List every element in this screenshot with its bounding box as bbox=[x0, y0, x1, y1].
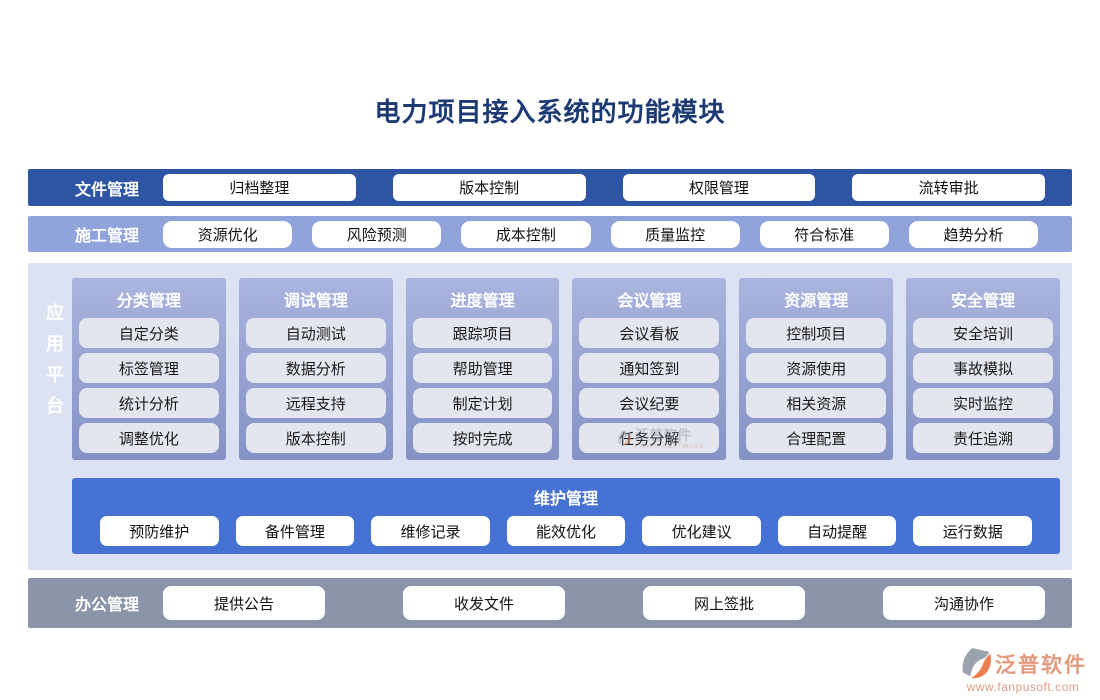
module-column-items: 自定分类标签管理统计分析调整优化 bbox=[79, 318, 219, 453]
application-platform-panel: 应用平台 分类管理 自定分类标签管理统计分析调整优化 调试管理 自动测试数据分析… bbox=[28, 263, 1072, 570]
module-column-title: 分类管理 bbox=[116, 293, 181, 310]
module-cell: 合理配置 bbox=[746, 423, 887, 453]
module-column: 调试管理 自动测试数据分析远程支持版本控制 bbox=[238, 278, 393, 460]
module-pill: 沟通协作 bbox=[883, 586, 1045, 620]
office-management-label: 办公管理 bbox=[75, 597, 140, 614]
module-cell: 数据分析 bbox=[245, 353, 386, 383]
module-cell: 自定分类 bbox=[79, 318, 219, 348]
office-management-items: 提供公告 收发文件 网上签批 沟通协作 bbox=[163, 586, 1045, 620]
watermark-logo-icon bbox=[617, 431, 632, 446]
module-cell: 通知签到 bbox=[579, 353, 720, 383]
module-cell: 跟踪项目 bbox=[412, 318, 553, 348]
module-cell: 远程支持 bbox=[245, 388, 386, 418]
construction-management-label: 施工管理 bbox=[75, 228, 140, 245]
module-pill: 运行数据 bbox=[913, 516, 1033, 546]
module-pill: 网上签批 bbox=[643, 586, 805, 620]
module-cell: 控制项目 bbox=[746, 318, 887, 348]
module-column: 进度管理 跟踪项目帮助管理制定计划按时完成 bbox=[405, 278, 560, 460]
module-column-title: 资源管理 bbox=[784, 293, 849, 310]
module-pill: 归档整理 bbox=[163, 174, 356, 201]
module-pill: 预防维护 bbox=[100, 516, 219, 546]
module-cell: 资源使用 bbox=[746, 353, 887, 383]
module-column: 会议管理 会议看板通知签到会议纪要任务分解 bbox=[572, 278, 727, 460]
module-column: 安全管理 安全培训事故模拟实时监控责任追溯 bbox=[906, 278, 1060, 460]
module-cell: 安全培训 bbox=[913, 318, 1053, 348]
module-column: 分类管理 自定分类标签管理统计分析调整优化 bbox=[72, 278, 226, 460]
module-cell: 标签管理 bbox=[79, 353, 219, 383]
maintenance-panel: 维护管理 预防维护备件管理维修记录能效优化优化建议自动提醒运行数据 bbox=[72, 478, 1060, 554]
module-column: 资源管理 控制项目资源使用相关资源合理配置 bbox=[739, 278, 894, 460]
module-columns: 分类管理 自定分类标签管理统计分析调整优化 调试管理 自动测试数据分析远程支持版… bbox=[72, 278, 1060, 460]
module-pill: 趋势分析 bbox=[908, 220, 1039, 248]
module-column-items: 会议看板通知签到会议纪要任务分解 bbox=[579, 318, 720, 453]
file-management-label: 文件管理 bbox=[75, 181, 140, 199]
module-pill: 成本控制 bbox=[461, 220, 591, 248]
brand-logo: 泛普软件 www.fanpusoft.com bbox=[959, 648, 1087, 694]
module-column-title: 调试管理 bbox=[283, 293, 348, 310]
module-pill: 权限管理 bbox=[622, 174, 816, 201]
module-cell: 会议纪要 bbox=[579, 388, 720, 418]
module-pill: 流转审批 bbox=[852, 174, 1045, 201]
module-cell: 按时完成 bbox=[412, 423, 553, 453]
watermark-brand: 泛普软件 bbox=[635, 427, 691, 443]
module-cell: 会议看板 bbox=[579, 318, 720, 348]
module-column-title: 进度管理 bbox=[450, 293, 515, 310]
maintenance-title: 维护管理 bbox=[533, 491, 598, 508]
module-column-items: 控制项目资源使用相关资源合理配置 bbox=[746, 318, 887, 453]
module-cell: 统计分析 bbox=[79, 388, 219, 418]
module-pill: 备件管理 bbox=[235, 516, 355, 546]
module-pill: 收发文件 bbox=[403, 586, 565, 620]
page-title: 电力项目接入系统的功能模块 bbox=[374, 97, 726, 127]
module-pill: 质量监控 bbox=[610, 220, 740, 248]
watermark: 泛普软件 FANPU SOFTWARE bbox=[616, 428, 704, 450]
module-pill: 自动提醒 bbox=[777, 516, 897, 546]
file-management-items: 归档整理 版本控制 权限管理 流转审批 bbox=[163, 174, 1045, 201]
module-pill: 能效优化 bbox=[506, 516, 626, 546]
module-cell: 调整优化 bbox=[79, 423, 219, 453]
maintenance-items: 预防维护备件管理维修记录能效优化优化建议自动提醒运行数据 bbox=[100, 516, 1033, 546]
module-cell: 责任追溯 bbox=[913, 423, 1053, 453]
module-cell: 帮助管理 bbox=[412, 353, 553, 383]
module-cell: 版本控制 bbox=[245, 423, 386, 453]
module-pill: 维修记录 bbox=[371, 516, 490, 546]
module-column-items: 跟踪项目帮助管理制定计划按时完成 bbox=[412, 318, 553, 453]
fanpu-logo-icon bbox=[962, 648, 992, 679]
module-pill: 符合标准 bbox=[759, 220, 889, 248]
module-cell: 实时监控 bbox=[913, 388, 1053, 418]
watermark-subtext: FANPU SOFTWARE bbox=[635, 444, 705, 450]
module-cell: 任务分解 bbox=[579, 423, 720, 453]
file-management-row: 文件管理 归档整理 版本控制 权限管理 流转审批 bbox=[28, 169, 1072, 206]
module-pill: 资源优化 bbox=[163, 220, 293, 248]
module-column-items: 自动测试数据分析远程支持版本控制 bbox=[245, 318, 386, 453]
module-column-title: 安全管理 bbox=[951, 293, 1016, 310]
module-column-items: 安全培训事故模拟实时监控责任追溯 bbox=[913, 318, 1053, 453]
module-cell: 相关资源 bbox=[746, 388, 887, 418]
module-pill: 优化建议 bbox=[642, 516, 761, 546]
module-pill: 风险预测 bbox=[312, 220, 442, 248]
brand-url: www.fanpusoft.com bbox=[966, 680, 1080, 694]
construction-management-row: 施工管理 资源优化风险预测成本控制质量监控符合标准趋势分析 bbox=[28, 216, 1072, 252]
office-management-row: 办公管理 提供公告 收发文件 网上签批 沟通协作 bbox=[28, 578, 1072, 628]
construction-management-items: 资源优化风险预测成本控制质量监控符合标准趋势分析 bbox=[163, 220, 1039, 248]
module-cell: 制定计划 bbox=[412, 388, 553, 418]
module-pill: 版本控制 bbox=[392, 174, 586, 201]
module-column-title: 会议管理 bbox=[617, 293, 682, 310]
module-cell: 事故模拟 bbox=[913, 353, 1053, 383]
application-platform-label: 应用平台 bbox=[44, 303, 64, 427]
brand-name: 泛普软件 bbox=[995, 654, 1087, 677]
module-pill: 提供公告 bbox=[163, 586, 325, 620]
module-cell: 自动测试 bbox=[245, 318, 386, 348]
